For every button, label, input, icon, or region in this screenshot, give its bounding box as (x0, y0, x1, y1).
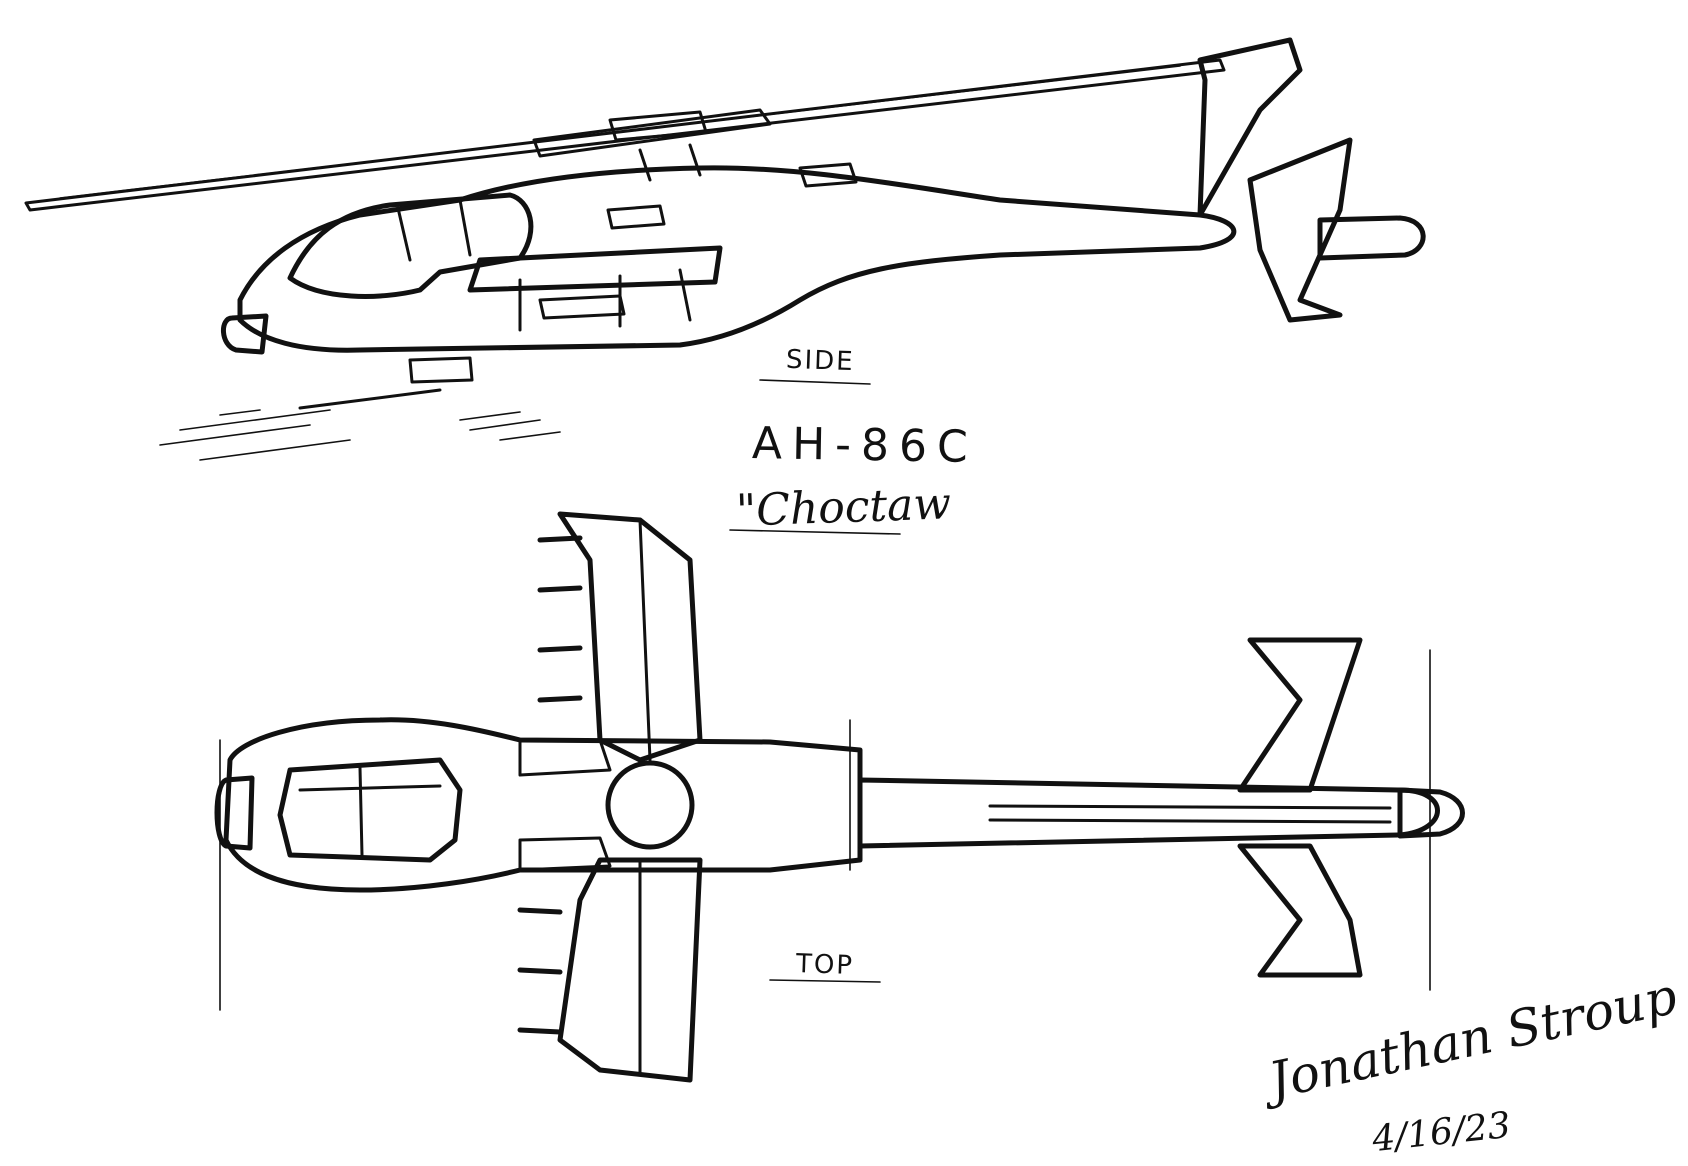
side-horizontal-stabilizer (1247, 137, 1353, 323)
side-fuselage (237, 165, 1237, 353)
side-tail-fin (1197, 37, 1303, 218)
top-horizontal-stabilizer (1237, 637, 1363, 978)
side-canopy (287, 192, 534, 299)
top-tail-rotor (1397, 787, 1465, 839)
side-view-label: SIDE (785, 344, 856, 378)
designation-label: AH-86C (751, 418, 979, 473)
side-motion-lines (159, 409, 561, 461)
side-rotor-hub (532, 108, 772, 158)
side-stub-wing (467, 245, 723, 293)
side-chin-gun (298, 356, 474, 410)
side-tail-rotor (1317, 215, 1426, 261)
top-rotor-blade-aft (557, 857, 703, 1083)
top-rotor-blade-forward (557, 511, 703, 763)
nickname-label: "Choctaw (735, 478, 952, 537)
side-nose-sensor (221, 313, 269, 355)
side-engine-vent (606, 162, 858, 230)
side-view-drawing (24, 37, 1426, 461)
top-nose (214, 775, 255, 851)
top-canopy (277, 757, 463, 863)
top-view-drawing (214, 511, 1465, 1083)
top-view-label: TOP (795, 948, 855, 982)
top-fuselage (223, 717, 863, 893)
top-rotor-hub (605, 760, 695, 850)
top-wing-rails (517, 535, 583, 1035)
top-tail-boom (857, 777, 1440, 849)
top-engine-nacelle (518, 738, 612, 872)
